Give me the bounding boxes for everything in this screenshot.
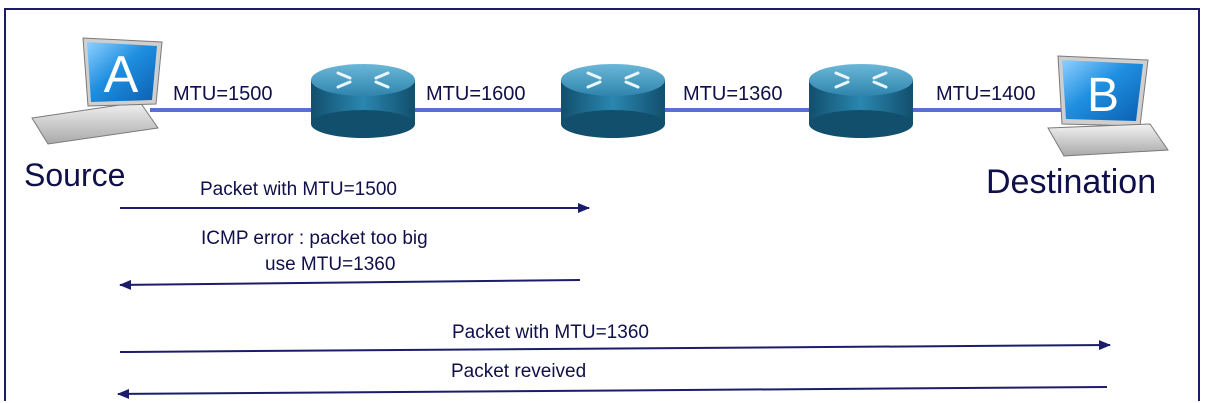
router-3-icon xyxy=(809,64,913,138)
mtu-label-link-3: MTU=1360 xyxy=(683,83,783,105)
router-1-icon xyxy=(311,64,415,138)
message-2-arrow xyxy=(119,279,581,290)
destination-laptop-icon: B xyxy=(1047,55,1169,157)
mtu-label-link-4: MTU=1400 xyxy=(936,83,1036,105)
message-3-label: Packet with MTU=1360 xyxy=(452,322,649,343)
source-label: Source xyxy=(24,157,125,193)
diagram-frame xyxy=(4,8,1200,401)
message-1-label: Packet with MTU=1500 xyxy=(200,179,397,200)
router-2-icon xyxy=(561,64,665,138)
destination-letter: B xyxy=(1087,69,1119,122)
source-letter: A xyxy=(104,46,139,104)
message-4-label: Packet reveived xyxy=(451,361,586,382)
source-laptop-icon: A xyxy=(31,37,163,145)
message-4-arrow xyxy=(117,386,1108,399)
destination-label: Destination xyxy=(986,163,1156,201)
message-2-label: ICMP error : packet too big xyxy=(201,228,428,249)
message-2-label-line2: use MTU=1360 xyxy=(265,254,395,275)
message-3-arrow xyxy=(119,340,1111,353)
mtu-label-link-1: MTU=1500 xyxy=(173,83,273,105)
mtu-label-link-2: MTU=1600 xyxy=(426,83,526,105)
